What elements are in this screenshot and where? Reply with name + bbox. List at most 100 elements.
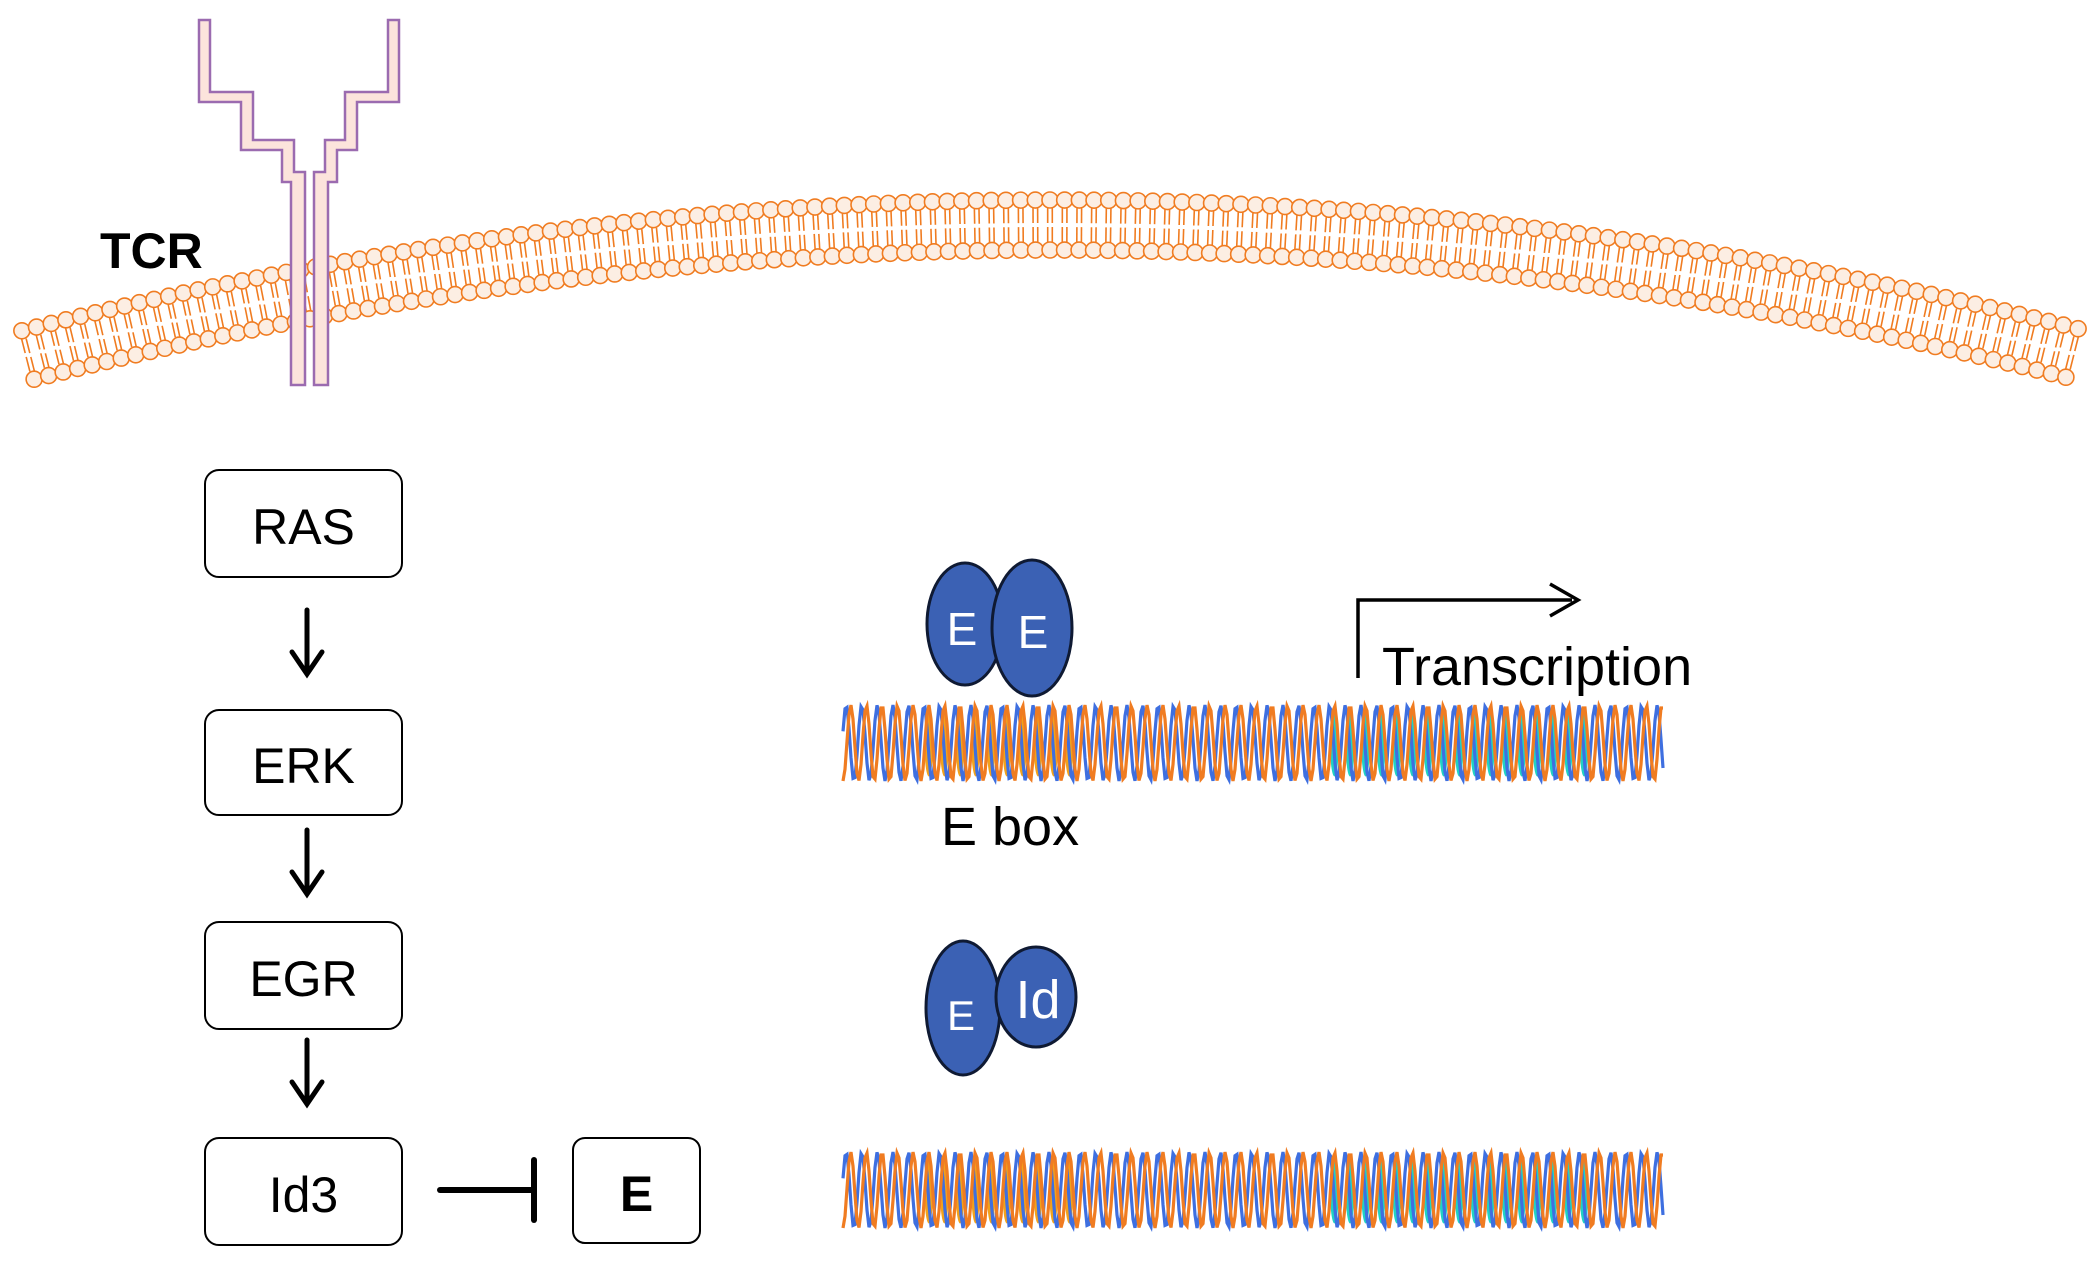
lipid-head	[1970, 347, 1988, 366]
lipid-head	[879, 194, 898, 213]
lipid-tail	[185, 319, 191, 335]
lipid-tail	[2025, 343, 2031, 359]
lipid-head	[1665, 288, 1683, 307]
e-box-target	[572, 1137, 701, 1244]
lipid-head	[2013, 357, 2032, 376]
lipid-head	[1907, 282, 1926, 301]
lipid-head	[1433, 259, 1451, 278]
lipid-tail	[728, 221, 732, 237]
lipid-tail	[504, 244, 509, 260]
lipid-tail	[628, 249, 632, 265]
lipid-tail	[582, 235, 586, 251]
lipid-tail	[240, 288, 246, 304]
lipid-tail	[594, 252, 598, 268]
lipid-tail	[665, 226, 669, 242]
lipid-tail	[361, 285, 366, 301]
lipid-head	[1186, 243, 1204, 262]
lipid-tail	[553, 238, 557, 255]
lipid-tail	[769, 236, 773, 252]
lipid-tail	[1240, 231, 1243, 247]
lipid-head	[1244, 246, 1262, 264]
lipid-tail	[2040, 347, 2046, 363]
lipid-tail	[1460, 228, 1464, 244]
lipid-head	[600, 215, 619, 234]
lipid-tail	[1793, 294, 1798, 310]
ras-box	[204, 469, 403, 578]
lipid-head	[1142, 242, 1161, 260]
lipid-head	[722, 254, 740, 272]
erk-label: ERK	[252, 738, 355, 794]
lipid-tail	[1558, 239, 1562, 255]
lipid-tail	[846, 213, 849, 229]
lipid-tail	[1226, 211, 1230, 227]
lipid-tail	[108, 317, 114, 332]
lipid-tail	[642, 247, 647, 264]
lipid-tail	[871, 230, 875, 246]
lipid-head	[1592, 278, 1611, 297]
lipid-head	[547, 271, 566, 290]
lipid-head	[1658, 237, 1676, 255]
lipid-tail	[123, 313, 129, 329]
dna-strand	[841, 1146, 1663, 1230]
lipid-tail	[832, 233, 836, 249]
lipid-tail	[1504, 232, 1508, 248]
lipid-tail	[244, 307, 249, 323]
lipid-tail	[88, 342, 94, 358]
lipid-tail	[784, 235, 787, 251]
lipid-tail	[1499, 232, 1503, 248]
lipid-tail	[347, 269, 352, 285]
lipid-tail	[1587, 243, 1591, 259]
lipid-tail	[1618, 266, 1623, 282]
lipid-tail	[1733, 265, 1738, 281]
lipid-head	[1012, 241, 1030, 259]
lipid-tail	[117, 335, 123, 351]
lipid-tail	[905, 229, 908, 245]
lipid-tail	[25, 338, 31, 354]
lipid-tail	[1589, 262, 1594, 278]
lipid-tail	[73, 345, 79, 361]
lipid-head	[1258, 246, 1277, 265]
lipid-head	[673, 208, 692, 226]
id3-box	[204, 1137, 403, 1246]
lipid-head	[794, 249, 813, 267]
lipid-tail	[380, 283, 385, 299]
lipid-tail	[181, 300, 187, 316]
lipid-tail	[463, 269, 467, 285]
lipid-tail	[861, 231, 865, 247]
lipid-tail	[2025, 325, 2031, 341]
lipid-tail	[1366, 239, 1370, 255]
lipid-head	[1937, 288, 1955, 307]
lipid-tail	[2069, 336, 2075, 352]
lipid-tail	[161, 325, 167, 341]
lipid-tail	[215, 294, 221, 310]
lipid-tail	[1251, 212, 1254, 229]
lipid-head	[983, 241, 1001, 260]
lipid-head	[218, 275, 237, 293]
lipid-head	[141, 342, 160, 361]
lipid-tail	[1381, 240, 1385, 256]
lipid-tail	[1196, 229, 1200, 245]
lipid-head	[497, 227, 516, 246]
lipid-head	[910, 243, 929, 262]
lipid-tail	[328, 272, 333, 288]
lipid-tail	[1371, 239, 1375, 255]
lipid-tail	[812, 214, 815, 231]
lipid-tail	[1241, 212, 1244, 228]
lipid-tail	[555, 257, 559, 273]
lipid-head	[446, 285, 464, 304]
lipid-head	[71, 307, 90, 326]
lipid-tail	[142, 328, 148, 344]
lipid-tail	[1884, 292, 1889, 308]
lipid-head	[97, 352, 116, 371]
lipid-tail	[640, 229, 645, 245]
lipid-tail	[695, 223, 698, 239]
lipid-tail	[684, 224, 688, 240]
lipid-head	[1467, 213, 1485, 231]
lipid-tail	[69, 327, 75, 343]
lipid-tail	[1555, 258, 1560, 274]
lipid-tail	[1414, 243, 1418, 259]
lipid-tail	[1270, 213, 1274, 229]
lipid-tail	[1701, 279, 1706, 295]
lipid-tail	[167, 303, 173, 319]
lipid-head	[1055, 191, 1074, 209]
